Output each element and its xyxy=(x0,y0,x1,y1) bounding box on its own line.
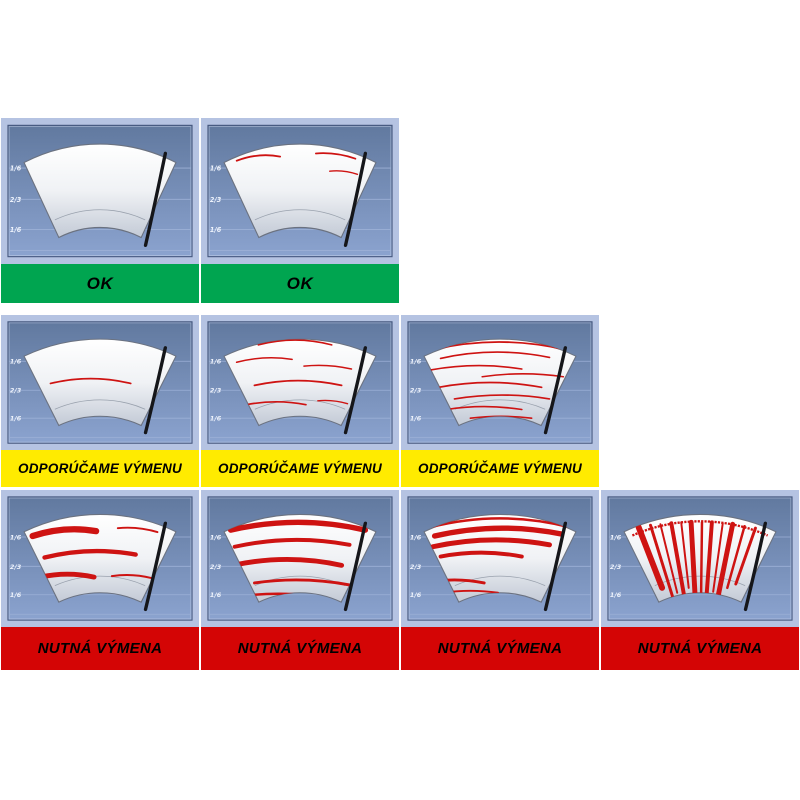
windshield-graphic: 1/6 2/3 1/6 xyxy=(201,315,399,450)
cell-recommend-3: 1/6 2/3 1/6 ODPORÚČAME VÝMENU xyxy=(401,315,599,487)
row-replacement-needed: 1/6 2/3 1/6 NUTNÁ VÝMENA 1/6 2/3 1/6 NUTNÁ V… xyxy=(1,490,799,670)
svg-text:1/6: 1/6 xyxy=(10,359,22,366)
svg-text:2/3: 2/3 xyxy=(10,196,22,204)
svg-text:1/6: 1/6 xyxy=(210,359,222,366)
windshield-screen: 1/6 2/3 1/6 xyxy=(1,315,199,450)
cell-ok-1: 1/6 2/3 1/6 OK xyxy=(1,118,199,303)
status-band-replace: NUTNÁ VÝMENA xyxy=(201,627,399,670)
row-ok: 1/6 2/3 1/6 OK 1/6 2/3 1/6 OK xyxy=(1,118,399,303)
svg-text:1/6: 1/6 xyxy=(410,591,422,599)
svg-text:1/6: 1/6 xyxy=(210,165,222,173)
svg-text:2/3: 2/3 xyxy=(210,196,222,204)
cell-replace-4: 1/6 2/3 1/6 NUTNÁ VÝMENA xyxy=(601,490,799,670)
cell-replace-2: 1/6 2/3 1/6 NUTNÁ VÝMENA xyxy=(201,490,399,670)
svg-text:2/3: 2/3 xyxy=(210,388,222,395)
svg-text:1/6: 1/6 xyxy=(410,533,422,541)
windshield-screen: 1/6 2/3 1/6 xyxy=(201,315,399,450)
status-band-replace: NUTNÁ VÝMENA xyxy=(401,627,599,670)
windshield-graphic: 1/6 2/3 1/6 xyxy=(1,490,199,627)
svg-text:1/6: 1/6 xyxy=(10,226,22,234)
svg-text:1/6: 1/6 xyxy=(210,591,222,599)
status-band-recommend: ODPORÚČAME VÝMENU xyxy=(1,450,199,487)
svg-text:2/3: 2/3 xyxy=(210,563,222,571)
status-band-ok: OK xyxy=(1,264,199,303)
status-band-replace: NUTNÁ VÝMENA xyxy=(601,627,799,670)
svg-text:1/6: 1/6 xyxy=(610,533,622,541)
windshield-screen: 1/6 2/3 1/6 xyxy=(1,490,199,627)
svg-text:2/3: 2/3 xyxy=(10,563,22,571)
windshield-screen: 1/6 2/3 1/6 xyxy=(401,490,599,627)
windshield-graphic: 1/6 2/3 1/6 xyxy=(201,490,399,627)
windshield-screen: 1/6 2/3 1/6 xyxy=(201,490,399,627)
windshield-screen: 1/6 2/3 1/6 xyxy=(601,490,799,627)
windshield-screen: 1/6 2/3 1/6 xyxy=(1,118,199,264)
svg-text:1/6: 1/6 xyxy=(410,359,422,366)
windshield-screen: 1/6 2/3 1/6 xyxy=(401,315,599,450)
status-band-replace: NUTNÁ VÝMENA xyxy=(1,627,199,670)
svg-text:1/6: 1/6 xyxy=(410,416,422,423)
svg-text:1/6: 1/6 xyxy=(210,416,222,423)
cell-replace-1: 1/6 2/3 1/6 NUTNÁ VÝMENA xyxy=(1,490,199,670)
row-recommend-replacement: 1/6 2/3 1/6 ODPORÚČAME VÝMENU 1/6 2/3 1/6 OD… xyxy=(1,315,599,487)
cell-recommend-2: 1/6 2/3 1/6 ODPORÚČAME VÝMENU xyxy=(201,315,399,487)
svg-text:1/6: 1/6 xyxy=(210,226,222,234)
cell-replace-3: 1/6 2/3 1/6 NUTNÁ VÝMENA xyxy=(401,490,599,670)
windshield-graphic: 1/6 2/3 1/6 xyxy=(1,118,199,264)
svg-text:1/6: 1/6 xyxy=(10,533,22,541)
svg-text:2/3: 2/3 xyxy=(410,563,422,571)
svg-text:2/3: 2/3 xyxy=(10,388,22,395)
svg-text:1/6: 1/6 xyxy=(10,165,22,173)
svg-text:2/3: 2/3 xyxy=(610,563,622,571)
windshield-graphic: 1/6 2/3 1/6 xyxy=(201,118,399,264)
windshield-graphic: 1/6 2/3 1/6 xyxy=(1,315,199,450)
status-band-ok: OK xyxy=(201,264,399,303)
svg-text:2/3: 2/3 xyxy=(410,388,422,395)
windshield-screen: 1/6 2/3 1/6 xyxy=(201,118,399,264)
svg-text:1/6: 1/6 xyxy=(10,416,22,423)
svg-text:1/6: 1/6 xyxy=(210,533,222,541)
cell-recommend-1: 1/6 2/3 1/6 ODPORÚČAME VÝMENU xyxy=(1,315,199,487)
windshield-graphic: 1/6 2/3 1/6 xyxy=(601,490,799,627)
cell-ok-2: 1/6 2/3 1/6 OK xyxy=(201,118,399,303)
windshield-graphic: 1/6 2/3 1/6 xyxy=(401,315,599,450)
windshield-graphic: 1/6 2/3 1/6 xyxy=(401,490,599,627)
status-band-recommend: ODPORÚČAME VÝMENU xyxy=(401,450,599,487)
svg-text:1/6: 1/6 xyxy=(610,591,622,599)
svg-text:1/6: 1/6 xyxy=(10,591,22,599)
status-band-recommend: ODPORÚČAME VÝMENU xyxy=(201,450,399,487)
